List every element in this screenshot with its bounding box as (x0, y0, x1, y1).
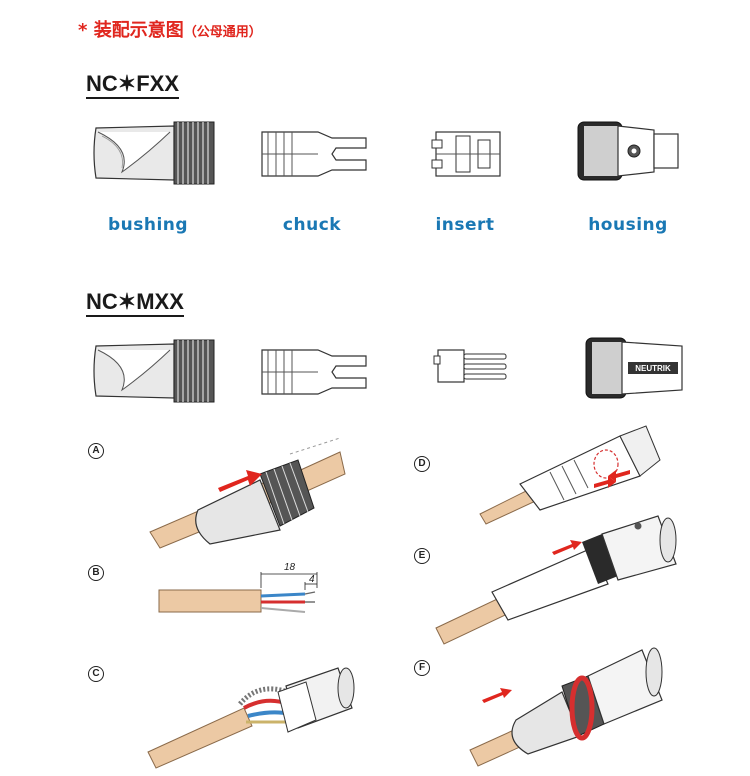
housing-brand-label: NEUTRIK (635, 364, 671, 373)
bushing-illustration (93, 121, 215, 185)
step-marker-d: D (414, 456, 430, 472)
step-e-illustration (435, 515, 677, 645)
part-label-housing: housing (588, 215, 668, 235)
section-heading-male: NC✶MXX (86, 290, 184, 317)
step-d-illustration (479, 425, 661, 525)
housing-illustration (577, 121, 679, 181)
strip-length-inner: 4 (309, 574, 315, 585)
step-f-illustration (469, 647, 663, 767)
chuck-illustration (261, 131, 367, 177)
step-b-illustration (158, 572, 318, 613)
step-marker-b: B (88, 565, 104, 581)
step-marker-f: F (414, 660, 430, 676)
insert-male-illustration (433, 349, 507, 383)
step-c-illustration (147, 667, 355, 769)
bushing-male-illustration (93, 339, 215, 403)
chuck-male-illustration (261, 349, 367, 395)
step-a-illustration (149, 437, 346, 549)
part-label-insert: insert (435, 215, 495, 235)
step-marker-a: A (88, 443, 104, 459)
step-marker-e: E (414, 548, 430, 564)
insert-illustration (431, 131, 501, 177)
title-sub: （公母通用） (183, 25, 262, 40)
part-label-bushing: bushing (107, 215, 189, 235)
housing-male-illustration: NEUTRIK (585, 337, 683, 399)
part-label-chuck: chuck (282, 215, 342, 235)
page-title: * 装配示意图（公母通用） (78, 16, 262, 42)
step-marker-c: C (88, 666, 104, 682)
strip-length-outer: 18 (284, 562, 296, 573)
section-heading-female: NC✶FXX (86, 72, 179, 99)
title-main: 装配示意图 (93, 20, 184, 41)
title-asterisk: * (78, 20, 88, 41)
